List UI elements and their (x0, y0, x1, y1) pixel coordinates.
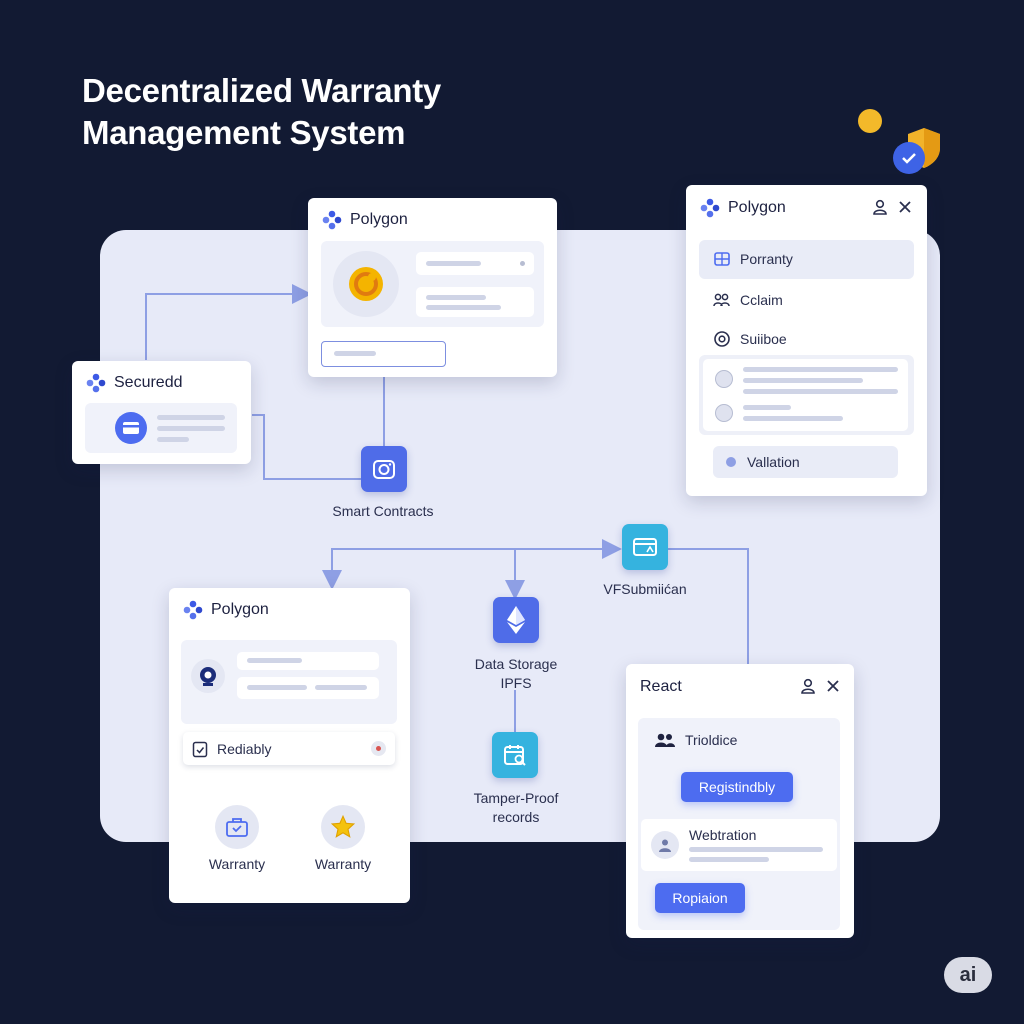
card-title: Securedd (114, 374, 183, 391)
polygon-card-right: Polygon Porranty Cclaim Suiiboe Vallatio… (686, 185, 927, 496)
title-line-2: Management System (82, 114, 406, 151)
window-controls (800, 678, 840, 694)
target-icon (714, 331, 730, 347)
polygon-logo-icon (700, 198, 720, 218)
card-header: Polygon (183, 600, 269, 620)
card-header: React (640, 678, 682, 696)
menu-item-label: Suiiboe (740, 331, 787, 347)
camera-icon (373, 460, 395, 479)
ropiaion-button[interactable]: Ropiaion (655, 883, 745, 913)
check-badge-icon (893, 142, 925, 174)
data-storage-line-2: IPFS (500, 675, 532, 691)
card-header: Polygon (322, 210, 408, 230)
vfsubmission-node[interactable] (622, 524, 668, 570)
radio-icon[interactable] (715, 370, 733, 388)
users-icon (655, 733, 675, 747)
data-storage-line-1: Data Storage (474, 656, 558, 672)
trioldice-label: Trioldice (685, 732, 738, 748)
menu-item-label: Cclaim (740, 292, 783, 308)
rediably-label: Rediably (217, 741, 272, 757)
checklist-icon (192, 741, 208, 758)
wallet-avatar (115, 412, 147, 444)
field-placeholder (237, 677, 379, 699)
tamper-proof-line-1: Tamper-Proof (473, 790, 559, 806)
validation-label: Vallation (747, 454, 800, 470)
secured-card: Securedd (72, 361, 251, 464)
dot-icon (726, 457, 736, 467)
status-dot-icon (371, 741, 386, 756)
card-title: Polygon (728, 199, 786, 216)
user-avatar-icon (659, 839, 671, 852)
menu-item-cclaim[interactable]: Cclaim (713, 292, 783, 308)
option-row[interactable] (703, 359, 908, 431)
wallet-icon (123, 422, 139, 434)
chip-icon (714, 252, 730, 266)
menu-item-suiiboe[interactable]: Suiiboe (713, 330, 787, 348)
avatar (651, 831, 679, 859)
rediably-row[interactable]: Rediably (183, 732, 395, 765)
polygon-card-bottom: Polygon Rediably Warranty Warranty (169, 588, 410, 903)
smart-contracts-node[interactable] (361, 446, 407, 492)
field-placeholder (237, 652, 379, 670)
ethereum-icon (507, 606, 525, 634)
coin-icon (349, 267, 383, 301)
smart-contracts-label: Smart Contracts (332, 503, 434, 519)
tile-label: Warranty (208, 856, 266, 872)
star-tile[interactable] (321, 805, 365, 849)
card-title: Polygon (350, 211, 408, 228)
polygon-logo-icon (322, 210, 342, 230)
tamper-proof-label: Tamper-Proof records (446, 789, 586, 827)
profile-panel (181, 640, 397, 724)
webtration-label: Webtration (689, 827, 757, 843)
polygon-card-top: Polygon (308, 198, 557, 377)
tile-label: Warranty (314, 856, 372, 872)
menu-item-porranty[interactable]: Porranty (713, 251, 793, 267)
avatar (191, 659, 225, 693)
polygon-logo-icon (183, 600, 203, 620)
content-panel (85, 403, 237, 453)
user-avatar-icon (200, 667, 216, 686)
ai-badge: ai (944, 957, 992, 993)
field-placeholder (416, 287, 534, 317)
validation-button[interactable]: Vallation (713, 446, 898, 478)
content-panel: Trioldice Registindbly Webtration Ropiai… (638, 718, 840, 930)
card-title: React (640, 678, 682, 695)
window-controls (872, 199, 912, 215)
title-line-1: Decentralized Warranty (82, 72, 441, 109)
vfsubmission-label: VFSubmiićan (603, 581, 687, 597)
radio-icon[interactable] (715, 404, 733, 422)
menu-item-label: Porranty (740, 251, 793, 267)
star-icon (330, 814, 356, 838)
page-title: Decentralized Warranty Management System (82, 70, 602, 154)
webtration-row[interactable]: Webtration (641, 819, 837, 871)
tiles-panel: Warranty Warranty (181, 783, 397, 889)
calendar-search-icon (504, 745, 526, 766)
input-field[interactable] (321, 341, 446, 367)
card-title: Polygon (211, 601, 269, 618)
tamper-proof-node[interactable] (492, 732, 538, 778)
tamper-proof-line-2: records (492, 809, 540, 825)
content-panel (321, 241, 544, 327)
react-card: React Trioldice Registindbly Webtration … (626, 664, 854, 938)
card-header: Polygon (700, 198, 786, 218)
options-panel (699, 355, 914, 435)
user-icon[interactable] (800, 678, 816, 694)
users-icon (713, 293, 730, 307)
card-header: Securedd (86, 373, 183, 393)
menu-item-highlight (699, 240, 914, 279)
data-storage-label: Data Storage IPFS (446, 655, 586, 693)
field-placeholder (416, 252, 534, 275)
close-icon[interactable] (826, 679, 840, 693)
polygon-logo-icon (86, 373, 106, 393)
trioldice-row: Trioldice (654, 732, 737, 748)
coin-decor-icon (858, 109, 882, 133)
briefcase-icon (226, 818, 248, 837)
registindbly-button[interactable]: Registindbly (681, 772, 793, 802)
user-icon[interactable] (872, 199, 888, 215)
data-storage-node[interactable] (493, 597, 539, 643)
card-icon (633, 538, 657, 556)
briefcase-tile[interactable] (215, 805, 259, 849)
close-icon[interactable] (898, 200, 912, 214)
